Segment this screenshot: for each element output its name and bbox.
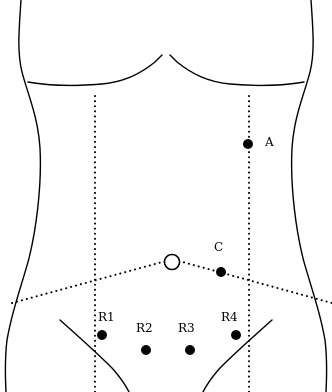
- port-r3-marker: [185, 345, 195, 355]
- port-a-label: A: [264, 135, 274, 149]
- left-diagonal-reference-line: [12, 261, 166, 303]
- left-torso-side: [5, 0, 40, 392]
- port-r4-label: R4: [221, 310, 238, 324]
- port-r4-marker: [231, 330, 241, 340]
- reference-lines: [12, 96, 332, 392]
- port-r1-label: R1: [98, 310, 115, 324]
- right-diagonal-reference-line: [179, 261, 332, 303]
- camera-port-marker: [165, 255, 180, 270]
- torso-outline: [5, 0, 326, 392]
- right-torso-side: [292, 0, 327, 392]
- port-labels: A C R1 R2 R3 R4: [98, 135, 274, 335]
- right-chest-line: [170, 55, 304, 85]
- port-r1-marker: [97, 330, 107, 340]
- port-r3-label: R3: [178, 321, 195, 335]
- port-a-marker: [243, 139, 253, 149]
- left-chest-line: [28, 55, 162, 85]
- port-r2-label: R2: [136, 321, 153, 335]
- port-r2-marker: [141, 345, 151, 355]
- port-c-label: C: [214, 240, 223, 254]
- port-c-marker: [216, 267, 226, 277]
